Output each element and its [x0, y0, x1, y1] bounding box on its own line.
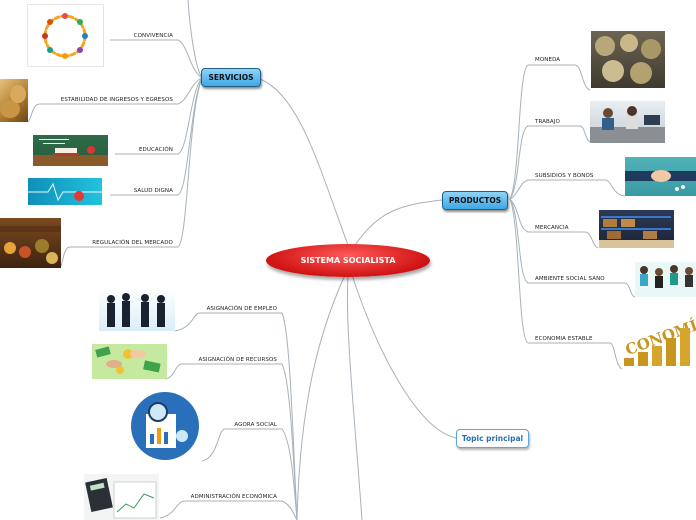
central-topic-label: SISTEMA SOCIALISTA	[300, 256, 396, 265]
lower-item-administracion[interactable]: ADMINISTRACIÓN ECONÓMICA	[190, 494, 277, 500]
calculator-papers-image	[84, 474, 159, 520]
office-workers-image	[590, 101, 665, 143]
servicios-item-convivencia[interactable]: CONVIVENCIA	[133, 33, 173, 39]
market-stalls-image	[0, 218, 61, 268]
servicios-item-estabilidad[interactable]: ESTABILIDAD DE INGRESOS Y EGRESOS	[60, 97, 173, 103]
productos-item-economia[interactable]: ECONOMIA ESTABLE	[535, 336, 593, 342]
productos-item-moneda[interactable]: MONEDA	[535, 57, 561, 63]
lower-item-asignacion-empleo[interactable]: ASIGNACIÓN DE EMPLEO	[206, 306, 277, 312]
money-bags-image	[0, 79, 28, 122]
lower-item-agora-social[interactable]: AGORA SOCIAL	[234, 422, 277, 428]
servicios-item-educacion[interactable]: EDUCACIÓN	[138, 147, 173, 153]
economy-coins-image: CONOMÍA	[622, 310, 696, 369]
children-circle-image	[27, 4, 104, 67]
productos-item-trabajo[interactable]: TRABAJO	[535, 119, 560, 125]
coins-image	[591, 31, 665, 88]
servicios-node[interactable]: SERVICIOS	[201, 68, 261, 87]
productos-node[interactable]: PRODUCTOS	[442, 191, 508, 210]
topic-principal-label: Topic principal	[461, 434, 524, 443]
productos-item-ambiente[interactable]: AMBIENTE SOCIAL SANO	[535, 276, 605, 282]
lower-item-asignacion-recursos[interactable]: ASIGNACIÓN DE RECURSOS	[198, 357, 277, 363]
servicios-item-regulacion[interactable]: REGULACIÓN DEL MERCADO	[92, 240, 173, 246]
analytics-magnifier-image	[128, 390, 202, 461]
health-heartbeat-image	[28, 178, 102, 205]
warehouse-image	[599, 210, 674, 248]
business-people-image	[99, 289, 175, 331]
productos-label: PRODUCTOS	[448, 196, 502, 205]
productos-item-subsidios[interactable]: SUBSIDIOS Y BONOS	[535, 173, 594, 179]
money-hands-image	[92, 344, 167, 379]
servicios-item-salud[interactable]: SALUD DIGNA	[133, 188, 173, 194]
servicios-label: SERVICIOS	[208, 73, 254, 82]
topic-principal-node[interactable]: Topic principal	[456, 429, 529, 448]
happy-people-image	[635, 262, 696, 297]
central-topic-sistema-socialista[interactable]: SISTEMA SOCIALISTA	[266, 244, 430, 277]
productos-item-mercancia[interactable]: MERCANCIA	[535, 225, 569, 231]
handshake-image	[625, 157, 696, 196]
books-chalkboard-image	[33, 135, 108, 166]
